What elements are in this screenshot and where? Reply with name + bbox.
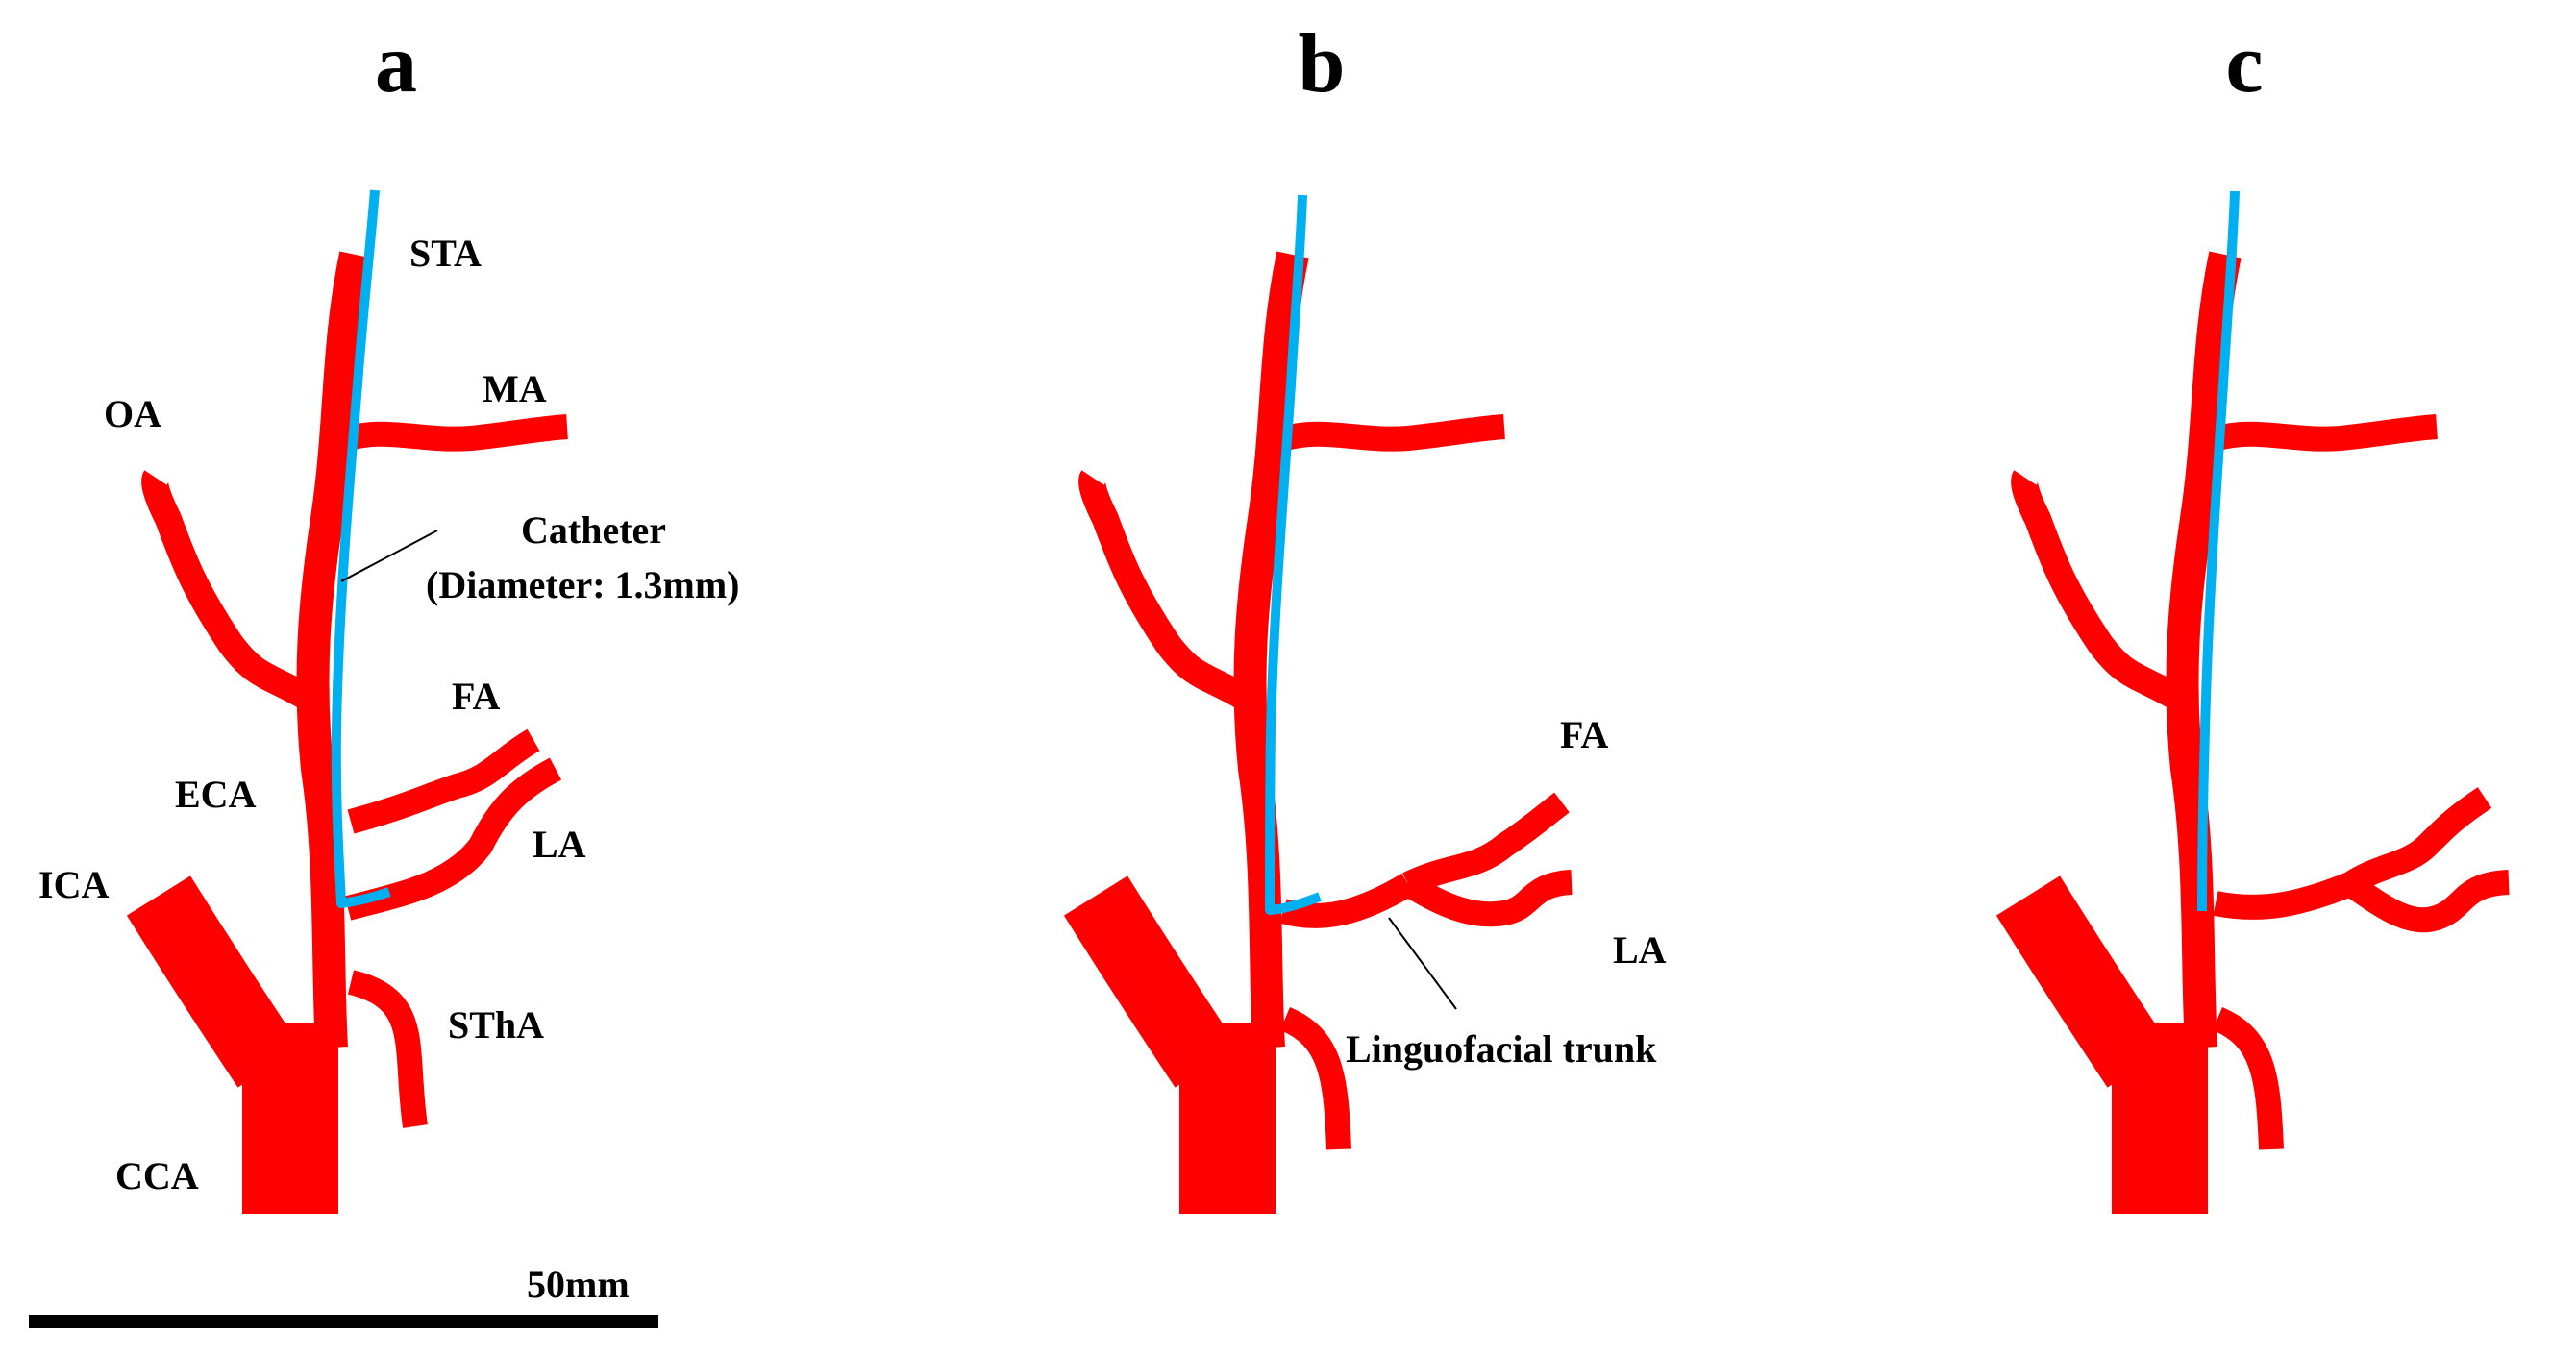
linguofacial-trunk-vessel-c xyxy=(2213,872,2355,920)
panel-letter-b: b xyxy=(1299,17,1346,111)
label-ica: ICA xyxy=(38,863,109,906)
scale-bar: 50mm xyxy=(29,1263,658,1328)
ma-vessel-c xyxy=(2211,414,2438,452)
panel-b: b FA LA Linguofacial trunk xyxy=(1063,17,1667,1214)
label-linguofacial-trunk: Linguofacial trunk xyxy=(1346,1027,1657,1071)
label-cca: CCA xyxy=(115,1154,199,1197)
label-ma: MA xyxy=(483,367,547,410)
la-vessel-b xyxy=(1401,870,1573,927)
scale-bar-label: 50mm xyxy=(527,1263,630,1306)
oa-vessel-b xyxy=(1078,470,1267,718)
panel-a: a STA MA OA Catheter (Diameter: 1.3mm) F… xyxy=(38,17,740,1214)
catheter-b xyxy=(1265,194,1322,915)
label-catheter: Catheter xyxy=(521,508,666,552)
panel-letter-c: c xyxy=(2225,17,2263,111)
catheter-a xyxy=(331,189,391,908)
label-la-b: LA xyxy=(1613,928,1667,972)
catheter-leader-line xyxy=(340,530,438,582)
panel-c: c xyxy=(1995,17,2510,1214)
panel-letter-a: a xyxy=(375,17,417,111)
fa-vessel-c xyxy=(2342,787,2492,896)
stha-vessel-c xyxy=(2212,1007,2284,1150)
catheter-c xyxy=(2197,190,2240,912)
label-oa: OA xyxy=(104,392,161,435)
ma-vessel-b xyxy=(1278,414,1505,452)
label-fa-b: FA xyxy=(1560,713,1608,756)
linguofacial-trunk-leader-line xyxy=(1388,917,1457,1010)
label-catheter-diameter: (Diameter: 1.3mm) xyxy=(426,563,740,606)
label-stha: SThA xyxy=(448,1003,544,1047)
label-sta: STA xyxy=(409,232,482,275)
oa-vessel-c xyxy=(2011,470,2199,718)
stha-vessel-b xyxy=(1279,1007,1351,1150)
label-la-a: LA xyxy=(533,823,586,866)
label-fa-a: FA xyxy=(452,675,500,718)
linguofacial-trunk-vessel xyxy=(1279,873,1415,928)
eca-vessel-c xyxy=(2166,251,2242,1048)
eca-vessel-b xyxy=(1233,251,1309,1048)
label-eca: ECA xyxy=(175,773,257,816)
la-vessel-c xyxy=(2342,870,2510,933)
fa-vessel-b xyxy=(1402,792,1570,896)
scale-bar-line xyxy=(29,1315,658,1328)
